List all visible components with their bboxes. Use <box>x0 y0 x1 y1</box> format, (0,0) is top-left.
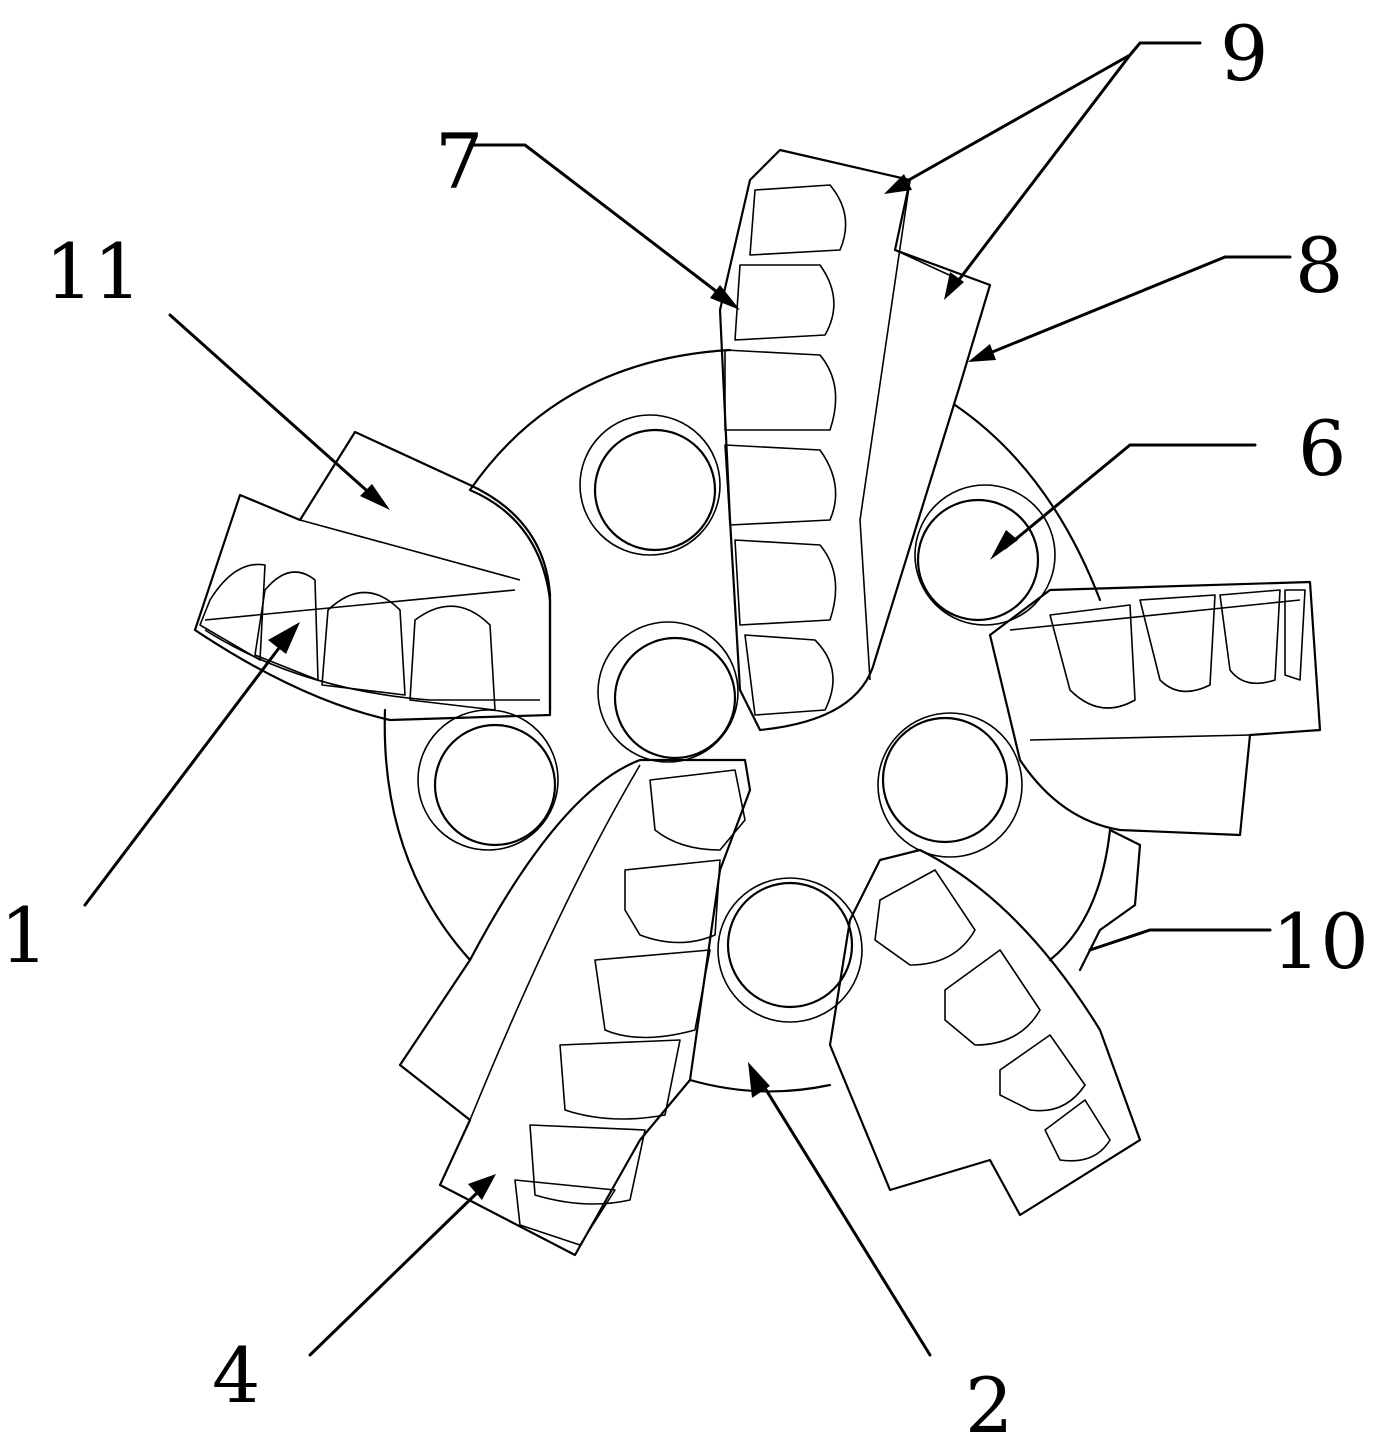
leaders <box>83 41 1292 1357</box>
cutter <box>1284 589 1306 681</box>
cutter <box>254 571 319 681</box>
blade-top-ridge <box>859 179 911 681</box>
cutter <box>649 769 746 851</box>
blade-top-outline <box>718 148 992 732</box>
blade-right-outline <box>988 580 1322 837</box>
arrow-9b <box>944 272 964 300</box>
cutter <box>874 869 976 966</box>
cutter <box>749 184 847 256</box>
arrow-7 <box>710 285 740 310</box>
leader-9a <box>898 41 1202 187</box>
blade-top <box>718 148 992 732</box>
blade-bottom-left-outline <box>398 758 752 1257</box>
leader-11 <box>168 313 377 500</box>
cutter <box>999 1034 1086 1112</box>
blade-1-ridge <box>299 519 521 581</box>
cutter <box>514 1179 616 1246</box>
cutter <box>321 591 406 696</box>
callout-10: 10 <box>1272 897 1369 986</box>
cutter <box>724 444 837 526</box>
leader-6 <box>1003 443 1257 550</box>
cutter <box>734 264 835 341</box>
blade-right-lower <box>1029 734 1251 741</box>
cutter <box>409 605 496 711</box>
callout-2: 2 <box>965 1361 1013 1442</box>
blade-right <box>988 580 1322 837</box>
nozzle <box>877 712 1023 858</box>
cutter <box>559 1039 681 1120</box>
arrow-4 <box>468 1174 496 1200</box>
callout-7: 7 <box>435 117 483 206</box>
arrow-2 <box>748 1062 770 1098</box>
blade-4-ridge <box>469 764 641 1121</box>
cutter <box>944 949 1041 1046</box>
blade1-root <box>468 488 552 712</box>
blade-1-lower-edge <box>204 629 540 701</box>
body-arc-right <box>1048 828 1112 962</box>
arrow-1 <box>268 622 300 654</box>
blade-bottom-left <box>398 758 752 1257</box>
cutter <box>1049 604 1136 709</box>
leader-10 <box>1088 928 1272 952</box>
body-arc-top-right <box>953 403 1102 602</box>
leader-4 <box>308 1188 482 1357</box>
arrow-9a <box>884 174 912 194</box>
callout-1: 1 <box>0 891 48 980</box>
nozzles <box>417 414 1056 1023</box>
leader-7 <box>468 143 727 300</box>
arrow-8 <box>968 344 996 362</box>
callout-11: 11 <box>45 227 142 316</box>
nozzle <box>597 621 739 763</box>
blade-1-edge <box>204 589 516 621</box>
cutter <box>734 539 837 626</box>
arrow-11 <box>360 484 390 510</box>
callout-labels: 1 2 4 6 7 8 9 10 11 <box>0 9 1369 1442</box>
cutter <box>724 349 837 431</box>
blade-top-step <box>894 249 961 281</box>
blade-top-cutters <box>724 184 847 716</box>
leader-1 <box>83 638 287 907</box>
blade-bottom-right <box>828 828 1142 1217</box>
blade-1 <box>193 430 552 722</box>
callout-8: 8 <box>1295 221 1343 310</box>
blade-10-notch <box>1078 828 1142 972</box>
bit-body <box>383 348 1112 1093</box>
cutter <box>199 563 266 661</box>
nozzle <box>579 414 721 556</box>
leader-2 <box>758 1078 932 1357</box>
body-arc-left <box>383 708 472 962</box>
cutter <box>594 949 711 1039</box>
cutter <box>1044 1099 1111 1162</box>
callout-9: 9 <box>1220 9 1268 98</box>
blade-right-edge <box>1009 599 1301 631</box>
callout-6: 6 <box>1298 404 1346 493</box>
blade-right-cutters <box>1049 589 1306 709</box>
blade-bottom-right-outline <box>828 848 1142 1217</box>
blade-bottom-left-cutters <box>514 769 746 1246</box>
blade-1-outline <box>193 430 552 722</box>
cutter <box>529 1124 646 1205</box>
cutter <box>1219 589 1281 685</box>
blade-bottom-right-cutters <box>874 869 1111 1162</box>
cutter <box>744 634 834 716</box>
nozzle <box>914 484 1056 626</box>
cutter <box>1139 594 1216 693</box>
leader-9b <box>953 53 1132 287</box>
cutter <box>624 859 721 944</box>
leader-8 <box>983 255 1292 357</box>
blade-1-cutters <box>199 563 496 711</box>
callout-4: 4 <box>212 1331 260 1420</box>
body-arc-top-left <box>468 348 732 492</box>
nozzle <box>717 877 863 1023</box>
nozzle <box>417 709 559 851</box>
arrow-6 <box>990 530 1018 560</box>
